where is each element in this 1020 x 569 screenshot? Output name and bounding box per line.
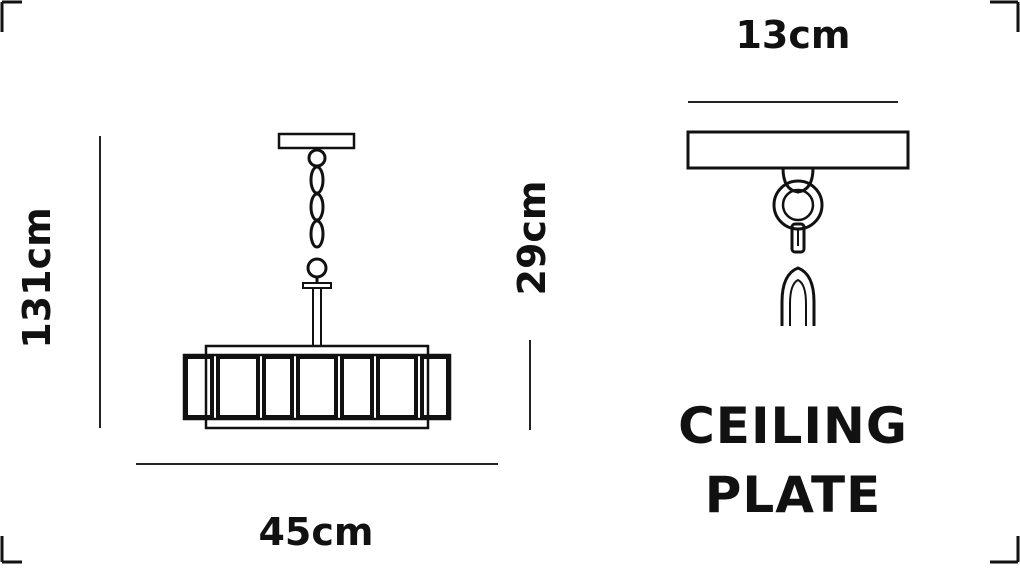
pendant-lamp — [182, 132, 452, 430]
pendant-ceiling-plate — [277, 132, 356, 150]
overall-height-label: 131cm — [15, 207, 59, 348]
pendant-chain — [306, 148, 328, 284]
corner-mark-bottom-right — [990, 536, 1020, 564]
corner-mark-top-right — [990, 0, 1020, 32]
corner-mark-bottom-left — [0, 536, 22, 564]
plate-width-label: 13cm — [735, 13, 850, 57]
plate-detail-hook — [781, 167, 815, 194]
plate-detail-link — [790, 222, 806, 254]
ceiling-plate-detail — [686, 130, 910, 326]
corner-mark-top-left — [0, 0, 22, 32]
shade-height-label: 29cm — [510, 180, 554, 295]
pendant-rod — [312, 287, 322, 347]
shade-width-label: 45cm — [258, 510, 373, 554]
pendant-shade — [182, 344, 452, 430]
plate-detail-chain — [780, 266, 816, 326]
ceiling-plate-caption-line2: PLATE — [705, 466, 882, 524]
ceiling-plate-caption-line1: CEILING — [678, 397, 908, 455]
plate-detail-ring — [772, 179, 824, 231]
plate-detail-body — [686, 130, 910, 170]
